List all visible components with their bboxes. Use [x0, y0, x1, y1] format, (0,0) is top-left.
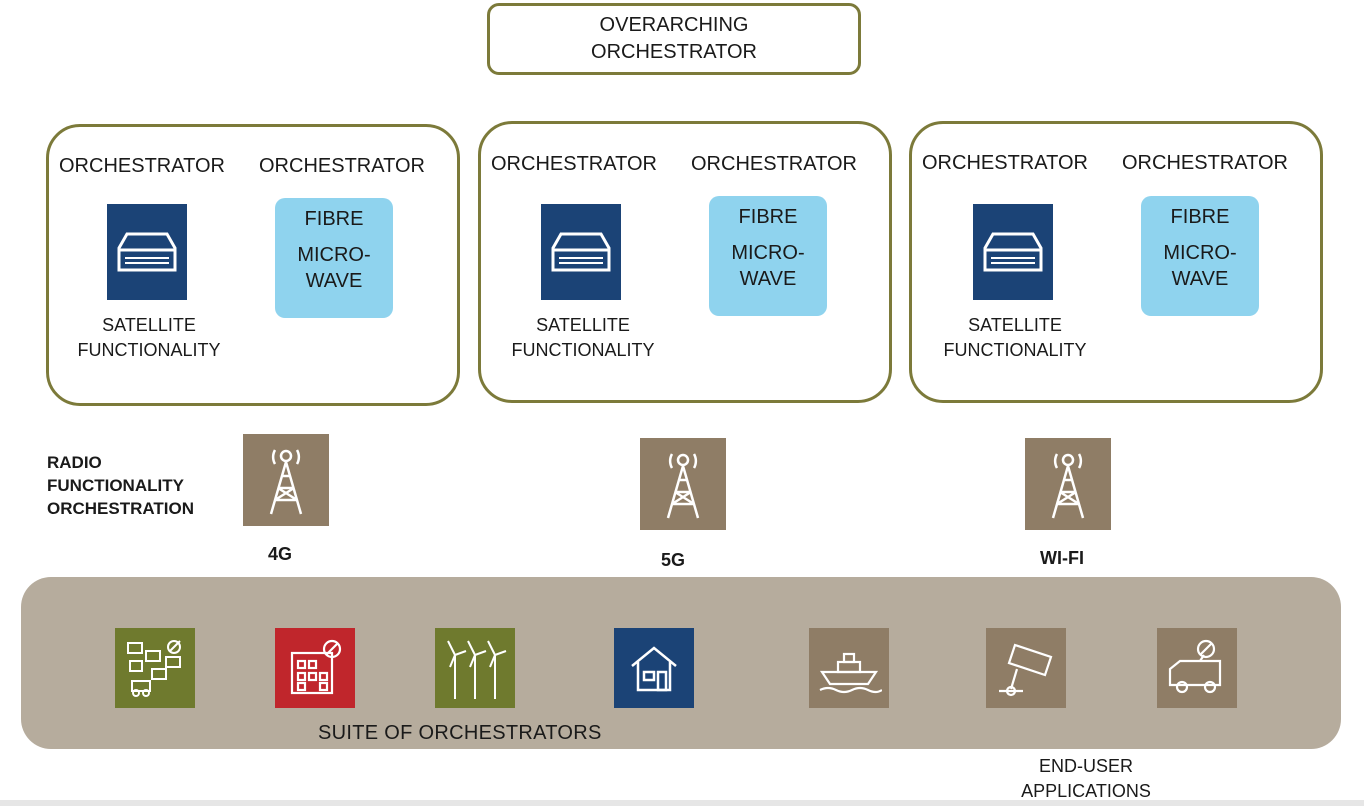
- microwave-label-2: WAVE: [739, 268, 797, 290]
- radio-functionality-label: RADIO FUNCTIONALITY ORCHESTRATION: [47, 451, 194, 520]
- microwave-label-1: MICRO-: [1163, 242, 1237, 264]
- satellite-functionality-label: SATELLITE FUNCTIONALITY: [915, 313, 1115, 363]
- sat-label-line1: SATELLITE: [536, 315, 630, 335]
- overarching-label-line2: ORCHESTRATOR: [591, 41, 757, 63]
- ship-icon: [809, 628, 889, 708]
- fibre-microwave-box: FIBRE MICRO- WAVE: [709, 196, 827, 316]
- page-bottom-divider: [0, 800, 1364, 806]
- microwave-label-1: MICRO-: [731, 242, 805, 264]
- microwave-label-1: MICRO-: [297, 244, 371, 266]
- group-3-orchestrator-left: ORCHESTRATOR: [922, 152, 1088, 174]
- city-network-icon: [115, 628, 195, 708]
- tower-label-4g: 4G: [268, 544, 293, 564]
- radio-line3: ORCHESTRATION: [47, 499, 195, 518]
- end-user-applications-label: END-USER APPLICATIONS: [986, 754, 1186, 804]
- building-satellite-icon: [275, 628, 355, 708]
- group-1-orchestrator-right: ORCHESTRATOR: [259, 155, 425, 177]
- microwave-label-2: WAVE: [1171, 268, 1229, 290]
- satellite-truck-icon: [1157, 628, 1237, 708]
- end-user-line1: END-USER: [1038, 756, 1133, 776]
- sat-label-line2: FUNCTIONALITY: [77, 340, 221, 360]
- group-3-orchestrator-right: ORCHESTRATOR: [1122, 152, 1288, 174]
- suite-of-orchestrators-label: SUITE OF ORCHESTRATORS: [318, 722, 602, 744]
- overarching-orchestrator-box: OVERARCHING ORCHESTRATOR: [487, 3, 861, 75]
- radio-line2: FUNCTIONALITY: [47, 476, 184, 495]
- satellite-server-icon: [107, 204, 187, 300]
- cell-tower-icon: [1025, 438, 1111, 530]
- cell-tower-icon: [640, 438, 726, 530]
- house-icon: [614, 628, 694, 708]
- fibre-microwave-box: FIBRE MICRO- WAVE: [1141, 196, 1259, 316]
- wind-turbines-icon: [435, 628, 515, 708]
- radio-line1: RADIO: [47, 453, 102, 472]
- satellite-functionality-label: SATELLITE FUNCTIONALITY: [483, 313, 683, 363]
- satellite-terminal-icon: [986, 628, 1066, 708]
- sat-label-line1: SATELLITE: [968, 315, 1062, 335]
- group-2-orchestrator-left: ORCHESTRATOR: [491, 153, 657, 175]
- satellite-functionality-label: SATELLITE FUNCTIONALITY: [49, 313, 249, 363]
- fibre-label: FIBRE: [304, 208, 364, 230]
- tower-label-wifi: WI-FI: [1040, 548, 1084, 568]
- satellite-server-icon: [541, 204, 621, 300]
- fibre-label: FIBRE: [1170, 206, 1230, 228]
- microwave-label-2: WAVE: [305, 270, 363, 292]
- sat-label-line2: FUNCTIONALITY: [943, 340, 1087, 360]
- cell-tower-icon: [243, 434, 329, 526]
- group-1-orchestrator-left: ORCHESTRATOR: [59, 155, 225, 177]
- satellite-server-icon: [973, 204, 1053, 300]
- sat-label-line1: SATELLITE: [102, 315, 196, 335]
- end-user-line2: APPLICATIONS: [1021, 781, 1151, 801]
- tower-label-5g: 5G: [661, 550, 686, 570]
- fibre-label: FIBRE: [738, 206, 798, 228]
- sat-label-line2: FUNCTIONALITY: [511, 340, 655, 360]
- group-2-orchestrator-right: ORCHESTRATOR: [691, 153, 857, 175]
- fibre-microwave-box: FIBRE MICRO- WAVE: [275, 198, 393, 318]
- overarching-label-line1: OVERARCHING: [599, 14, 749, 36]
